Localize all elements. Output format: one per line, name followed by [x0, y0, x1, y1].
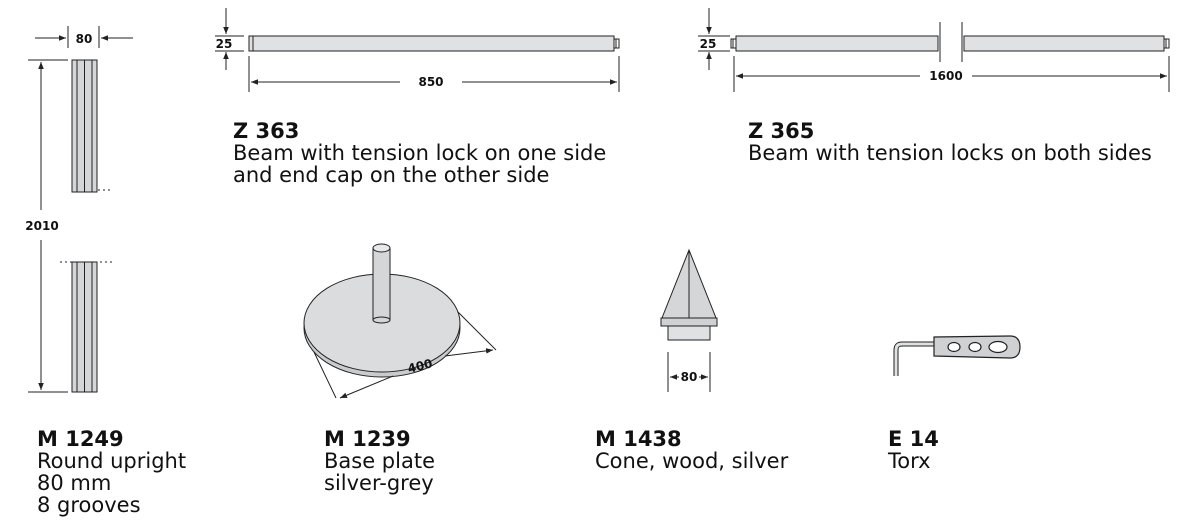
beam-z363-drawing	[215, 8, 620, 92]
caption-z363: Z 363 Beam with tension lock on one side…	[233, 120, 606, 186]
torx-e14-drawing	[893, 335, 1021, 376]
caption-m1249: M 1249 Round upright 80 mm 8 grooves	[37, 428, 186, 516]
beam-z365-drawing	[698, 8, 1170, 92]
upright-m1249-drawing	[28, 26, 133, 393]
dim-base-diameter: 400	[406, 356, 434, 376]
product-description: and end cap on the other side	[233, 163, 550, 187]
caption-m1438: M 1438 Cone, wood, silver	[595, 428, 788, 472]
product-description: Torx	[888, 449, 931, 473]
product-code: Z 363	[233, 119, 300, 143]
product-code: M 1249	[37, 427, 124, 451]
caption-z365: Z 365 Beam with tension locks on both si…	[748, 120, 1152, 164]
dim-cone-width: 80	[681, 370, 698, 384]
product-description: 80 mm	[37, 471, 112, 495]
product-description: Base plate	[324, 449, 435, 473]
caption-e14: E 14 Torx	[888, 428, 939, 472]
product-code: E 14	[888, 427, 939, 451]
dim-z365-height: 25	[700, 37, 717, 51]
caption-m1239: M 1239 Base plate silver-grey	[324, 428, 435, 494]
base-plate-m1239-drawing	[303, 243, 497, 399]
product-description: silver-grey	[324, 471, 434, 495]
product-description: Beam with tension locks on both sides	[748, 141, 1152, 165]
product-description: Cone, wood, silver	[595, 449, 789, 473]
dim-z365-length: 1600	[929, 69, 962, 83]
product-code: M 1438	[595, 427, 682, 451]
product-description: 8 grooves	[37, 493, 141, 517]
product-code: Z 365	[748, 119, 815, 143]
dim-z363-length: 850	[418, 75, 443, 89]
dim-upright-height: 2010	[25, 219, 58, 233]
product-description: Round upright	[37, 449, 187, 473]
product-code: M 1239	[324, 427, 411, 451]
product-description: Beam with tension lock on one side	[233, 141, 607, 165]
dim-upright-width: 80	[76, 32, 93, 46]
cone-m1438-drawing	[660, 248, 718, 392]
dim-z363-height: 25	[216, 37, 233, 51]
